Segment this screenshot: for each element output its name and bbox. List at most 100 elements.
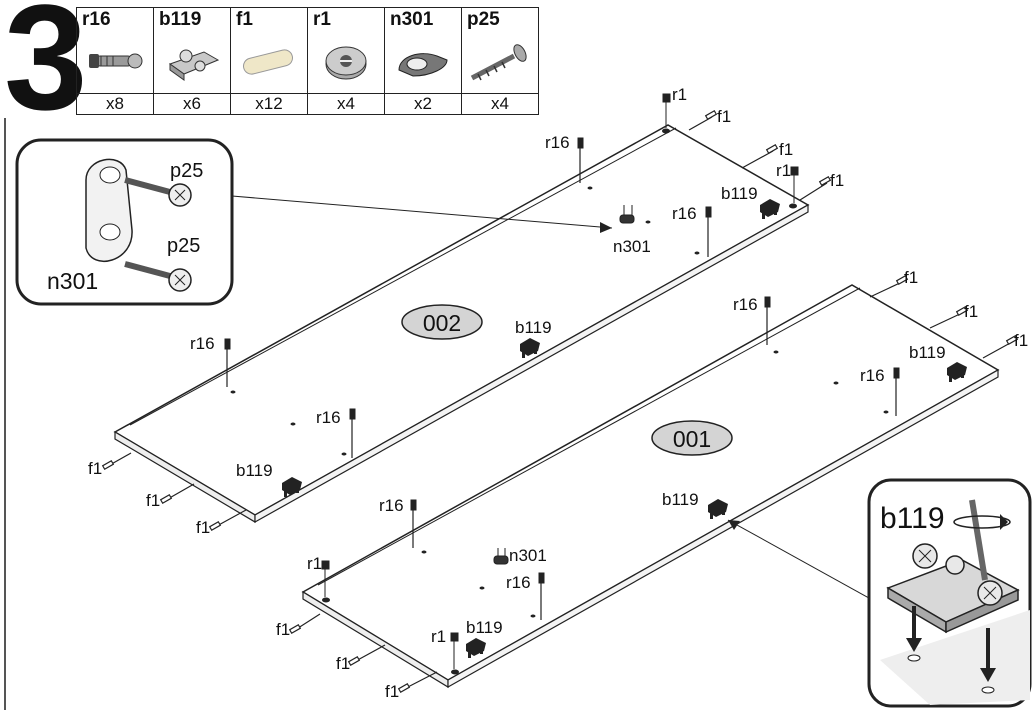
f1-dowel — [347, 644, 386, 667]
f1-dowel — [288, 613, 321, 635]
label-b119: b119 — [721, 184, 758, 203]
part-code: p25 — [467, 9, 500, 30]
down-arrow-icon — [980, 628, 996, 694]
part-code: r16 — [82, 9, 111, 30]
r1-cam-lock — [662, 93, 671, 128]
r16-bolt — [893, 367, 900, 416]
b119-hinge-plate — [708, 499, 728, 519]
label-r16: r16 — [672, 204, 697, 223]
f1-dowel — [869, 274, 909, 298]
r16-bolt — [577, 137, 584, 183]
f1-dowel — [741, 143, 779, 169]
label-f1: f1 — [88, 459, 102, 478]
part-cell-f1: f1 — [230, 7, 308, 94]
label-r1: r1 — [776, 161, 791, 180]
label-r1: r1 — [672, 85, 687, 104]
n301-bracket-illustration — [85, 158, 133, 262]
detail-label-p25: p25 — [170, 160, 203, 182]
b119-hinge-plate — [760, 199, 780, 219]
r1-cam-lock — [321, 560, 330, 597]
panel-label-bubble — [401, 304, 483, 340]
part-code: n301 — [390, 9, 434, 30]
p25-screw-icon — [470, 44, 527, 81]
label-f1: f1 — [904, 268, 918, 287]
panel-label-bubble — [651, 420, 733, 456]
label-b119: b119 — [515, 318, 552, 337]
panel-label-001: 001 — [673, 426, 711, 452]
p25-screw-illustration — [124, 261, 192, 292]
r1-cam-lock — [450, 632, 459, 669]
step-number: 3 — [4, 0, 87, 141]
part-cell-b119: b119 — [153, 7, 231, 94]
r16-bolt — [538, 572, 545, 620]
f1-dowel — [929, 305, 969, 329]
r16-bolt — [705, 206, 712, 257]
page-margin-rule — [4, 118, 6, 710]
label-r16: r16 — [506, 573, 531, 592]
f1-wooden-dowel-icon — [243, 49, 293, 75]
part-qty: x8 — [76, 93, 154, 115]
r1-cam-lock-icon — [325, 46, 367, 80]
label-r16: r16 — [190, 334, 215, 353]
r16-bolt — [410, 499, 417, 548]
callout-arrowhead — [728, 520, 740, 530]
label-f1: f1 — [276, 620, 290, 639]
label-n301: n301 — [613, 237, 651, 256]
label-f1: f1 — [830, 171, 844, 190]
r1-cam-lock — [790, 166, 799, 203]
f1-dowel — [208, 509, 247, 532]
down-arrow-icon — [906, 606, 922, 662]
part-qty: x4 — [307, 93, 385, 115]
n301-bracket — [493, 548, 509, 565]
r16-bolt — [349, 408, 356, 458]
b119-hinge-plate — [947, 362, 967, 382]
label-n301: n301 — [509, 546, 547, 565]
label-r1: r1 — [431, 627, 446, 646]
label-b119: b119 — [236, 461, 273, 480]
callout-arrowhead — [600, 222, 612, 233]
detail-label-n301: n301 — [47, 268, 98, 294]
f1-dowel — [101, 452, 132, 471]
label-b119: b119 — [909, 343, 946, 362]
f1-dowel — [159, 483, 195, 505]
panel-002: 002 — [113, 124, 810, 524]
detail-callout-n301: p25 p25 n301 — [15, 138, 613, 306]
screwdriver-icon — [953, 499, 1011, 581]
label-f1: f1 — [336, 654, 350, 673]
panel-label-002: 002 — [423, 310, 461, 336]
label-f1: f1 — [779, 140, 793, 159]
n301-rail-bracket-icon — [398, 53, 448, 77]
label-f1: f1 — [964, 302, 978, 321]
f1-dowel — [688, 109, 718, 131]
f1-dowel — [397, 671, 438, 694]
parts-table: r16 b119 f1 — [76, 7, 539, 115]
label-r16: r16 — [316, 408, 341, 427]
callout-leader-line — [231, 195, 613, 229]
detail-label-b119: b119 — [880, 502, 945, 535]
f1-dowel — [799, 175, 832, 201]
detail-label-p25: p25 — [167, 235, 200, 257]
part-cell-n301: n301 — [384, 7, 462, 94]
label-f1: f1 — [196, 518, 210, 537]
r16-bolt — [764, 296, 771, 345]
r16-connector-bolt-icon — [89, 53, 143, 69]
r16-bolt — [224, 338, 231, 387]
panel-001: 001 — [301, 284, 1000, 689]
callout-leader-line — [727, 519, 870, 599]
part-qty: x2 — [384, 93, 462, 115]
part-code: r1 — [313, 9, 331, 30]
b119-hinge-plate-icon — [168, 49, 220, 81]
label-r16: r16 — [733, 295, 758, 314]
label-r16: r16 — [545, 133, 570, 152]
label-r16: r16 — [379, 496, 404, 515]
part-qty: x12 — [230, 93, 308, 115]
label-f1: f1 — [385, 682, 399, 701]
b119-hinge-plate — [282, 477, 302, 497]
part-qty: x4 — [461, 93, 539, 115]
p25-screw-illustration — [124, 177, 192, 207]
label-f1: f1 — [717, 107, 731, 126]
label-f1: f1 — [146, 491, 160, 510]
label-f1: f1 — [1014, 331, 1028, 350]
